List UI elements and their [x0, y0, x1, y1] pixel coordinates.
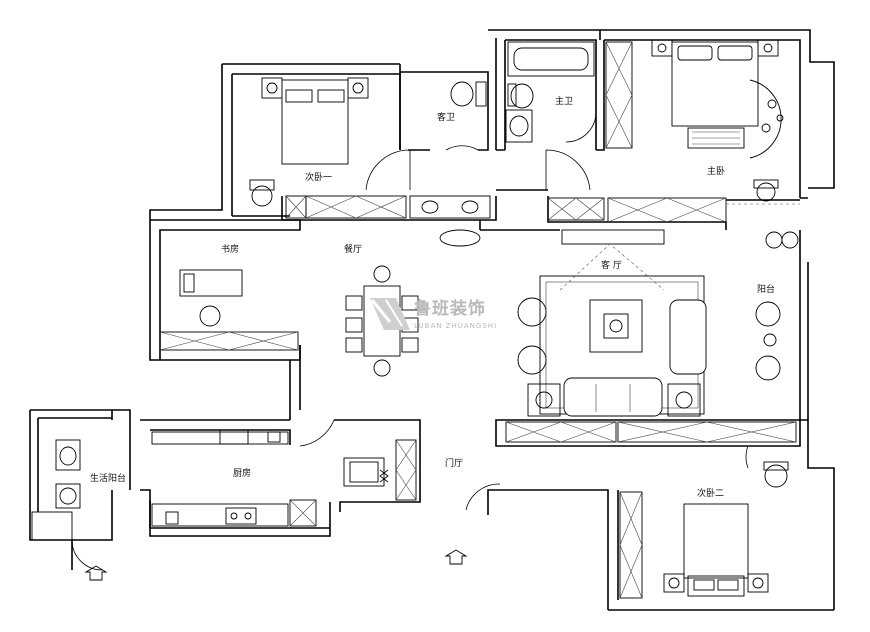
room-label-foyer: 门厅 [445, 457, 463, 469]
master-bedroom-furniture [651, 39, 800, 205]
bedroom-2-furniture [663, 461, 789, 597]
room-label-living: 客 厅 [601, 259, 622, 271]
cabinets [159, 41, 797, 599]
room-label-master-bath: 主卫 [555, 95, 573, 107]
watermark-title: 鲁班装饰 [414, 298, 486, 319]
room-labels: 次卧一 客卫 主卫 主卧 书房 餐厅 客 厅 阳台 厨房 生活阳台 门厅 次卧二 [90, 95, 775, 499]
room-label-study: 书房 [221, 243, 239, 255]
watermark-logo [370, 298, 410, 330]
watermark-subtitle: LUBAN ZHUANGSHI [414, 322, 497, 330]
room-label-kitchen: 厨房 [233, 467, 251, 479]
balcony-furniture [755, 231, 799, 381]
foyer-furniture [444, 549, 468, 565]
room-label-bedroom-2nd-1: 次卧一 [305, 171, 332, 183]
bedroom-1-furniture [249, 77, 369, 207]
kitchen-furniture [151, 429, 389, 527]
watermark: 鲁班装饰 LUBAN ZHUANGSHI [370, 298, 497, 330]
utility-furniture [31, 439, 108, 581]
room-label-bedroom-2nd-2: 次卧二 [697, 487, 724, 499]
bath-fixtures [409, 41, 595, 219]
study-furniture [179, 269, 243, 327]
room-label-utility-balcony: 生活阳台 [90, 472, 126, 484]
room-label-dining: 餐厅 [344, 243, 362, 255]
doors [71, 111, 749, 571]
room-label-balcony: 阳台 [757, 283, 775, 295]
room-label-guest-bath: 客卫 [437, 111, 455, 123]
living-furniture [517, 229, 707, 417]
room-label-master-bedroom: 主卧 [707, 165, 725, 177]
